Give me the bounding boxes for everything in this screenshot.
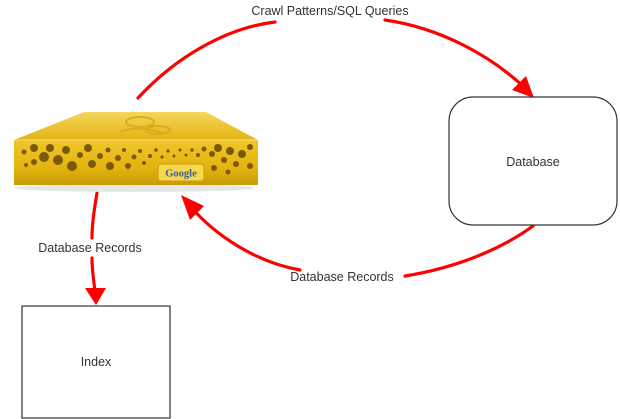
vent-hole	[221, 157, 227, 163]
edge-crawl-patterns: Crawl Patterns/SQL Queries	[136, 4, 534, 100]
vent-hole	[138, 149, 142, 153]
vent-hole	[238, 150, 246, 158]
vent-hole	[106, 162, 114, 170]
vent-hole	[30, 144, 38, 152]
node-index: Index	[21, 305, 171, 419]
vent-hole	[160, 155, 164, 159]
arrowhead-icon	[181, 195, 204, 220]
vent-hole	[115, 155, 121, 161]
vent-hole	[214, 144, 222, 152]
arrow-crawl-to-database	[136, 18, 527, 100]
vent-hole	[142, 161, 146, 165]
vent-hole	[24, 163, 28, 167]
vent-hole	[88, 160, 96, 168]
edge-label-database-records-return: Database Records	[290, 270, 394, 284]
vent-hole	[154, 148, 158, 152]
vent-hole	[84, 144, 92, 152]
vent-hole	[62, 146, 70, 154]
vent-hole	[190, 148, 194, 152]
vent-hole	[77, 152, 83, 158]
node-database: Database	[448, 96, 618, 226]
appliance-brand-label: Google	[165, 169, 197, 180]
vent-hole	[226, 147, 234, 155]
arrowhead-icon	[512, 76, 534, 98]
arrow-database-to-appliance	[188, 204, 535, 278]
vent-hole	[225, 169, 231, 175]
vent-hole	[184, 153, 188, 157]
vent-hole	[131, 154, 137, 160]
vent-hole	[97, 153, 103, 159]
appliance-top-logo-icon	[119, 116, 171, 135]
appliance-vent-holes	[21, 144, 253, 175]
index-box	[21, 305, 171, 419]
vent-hole	[125, 163, 131, 169]
vent-hole	[196, 153, 200, 157]
appliance-shadow	[15, 184, 255, 192]
vent-hole	[105, 147, 111, 153]
vent-hole	[53, 155, 63, 165]
vent-hole	[39, 152, 49, 162]
edge-label-database-records-index: Database Records	[38, 241, 142, 255]
vent-hole	[67, 161, 77, 171]
vent-hole	[247, 144, 253, 150]
database-label: Database	[506, 155, 560, 169]
edge-label-crawl-patterns: Crawl Patterns/SQL Queries	[251, 4, 408, 18]
vent-hole	[166, 149, 170, 153]
vent-hole	[46, 144, 54, 152]
google-search-appliance: Google	[14, 112, 258, 192]
vent-hole	[247, 163, 253, 169]
arrowhead-icon	[85, 288, 106, 305]
vent-hole	[31, 159, 37, 165]
vent-hole	[209, 151, 215, 157]
vent-hole	[148, 154, 152, 158]
vent-hole	[178, 148, 182, 152]
database-box	[448, 96, 618, 226]
edge-database-records-index: Database Records	[38, 191, 142, 305]
vent-hole	[211, 165, 217, 171]
vent-hole	[122, 148, 126, 152]
index-label: Index	[81, 355, 112, 369]
vent-hole	[21, 149, 27, 155]
vent-hole	[201, 146, 207, 152]
edge-database-records-return: Database Records	[181, 195, 535, 284]
appliance-badge	[157, 163, 205, 182]
vent-hole	[172, 154, 176, 158]
vent-hole	[233, 161, 239, 167]
